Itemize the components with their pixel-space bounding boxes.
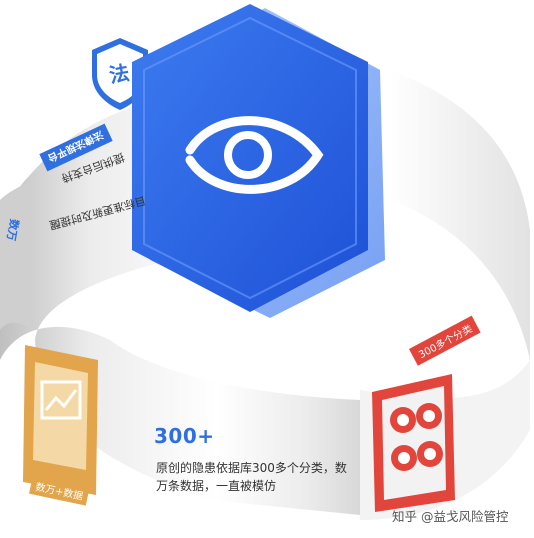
hex-inner-edge — [143, 16, 357, 300]
stat-description: 原创的隐患依据库300多个分类，数万条数据，一直被模仿 — [156, 461, 347, 493]
right-band — [390, 70, 530, 360]
red-card — [372, 374, 455, 512]
eye-icon — [185, 116, 324, 194]
chart-icon — [40, 380, 82, 420]
left-edge-piece — [0, 180, 30, 330]
watermark: 知乎 @益戈风险管控 — [392, 509, 509, 524]
orange-card — [23, 345, 98, 495]
stat-number: 300+ — [154, 424, 215, 448]
hex-front — [132, 4, 368, 312]
